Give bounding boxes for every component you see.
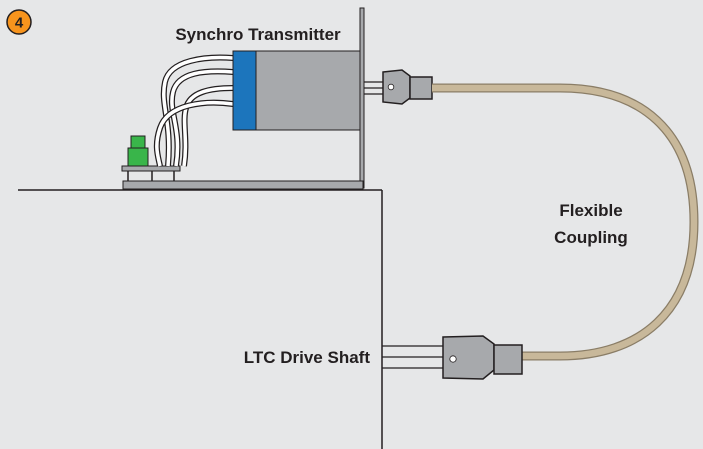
terminal-board bbox=[121, 165, 181, 172]
connector-collar bbox=[409, 76, 433, 100]
base-bar bbox=[122, 180, 364, 190]
ltc-drive-shaft-label: LTC Drive Shaft bbox=[244, 348, 371, 367]
green-terminal-body bbox=[127, 147, 149, 167]
wire bbox=[170, 69, 234, 167]
bottom-connector bbox=[382, 335, 523, 380]
hose bbox=[432, 84, 698, 360]
synchro-transmitter bbox=[232, 50, 361, 131]
step-badge: 4 bbox=[6, 9, 32, 35]
flexible-coupling bbox=[432, 83, 699, 361]
motor-body bbox=[255, 50, 361, 131]
connector-pin-dot bbox=[449, 355, 457, 363]
top-connector bbox=[364, 69, 433, 105]
flexible-coupling-label-line1: Flexible bbox=[559, 201, 622, 220]
step-number: 4 bbox=[15, 15, 24, 32]
hose-outline bbox=[432, 83, 699, 361]
terminal-block bbox=[121, 135, 364, 190]
green-terminal-top bbox=[130, 135, 146, 149]
wire bbox=[155, 100, 234, 167]
wire-harness bbox=[153, 54, 234, 167]
connector-collar bbox=[493, 344, 523, 375]
step-badge-circle bbox=[6, 9, 32, 35]
wire bbox=[162, 55, 234, 167]
synchro-transmitter-label: Synchro Transmitter bbox=[175, 25, 341, 44]
mounting-plate bbox=[359, 7, 365, 189]
flexible-coupling-label-line2: Coupling bbox=[554, 228, 628, 247]
motor-face bbox=[232, 50, 257, 131]
connector-body bbox=[382, 69, 411, 105]
connector-pin-dot bbox=[387, 83, 395, 91]
